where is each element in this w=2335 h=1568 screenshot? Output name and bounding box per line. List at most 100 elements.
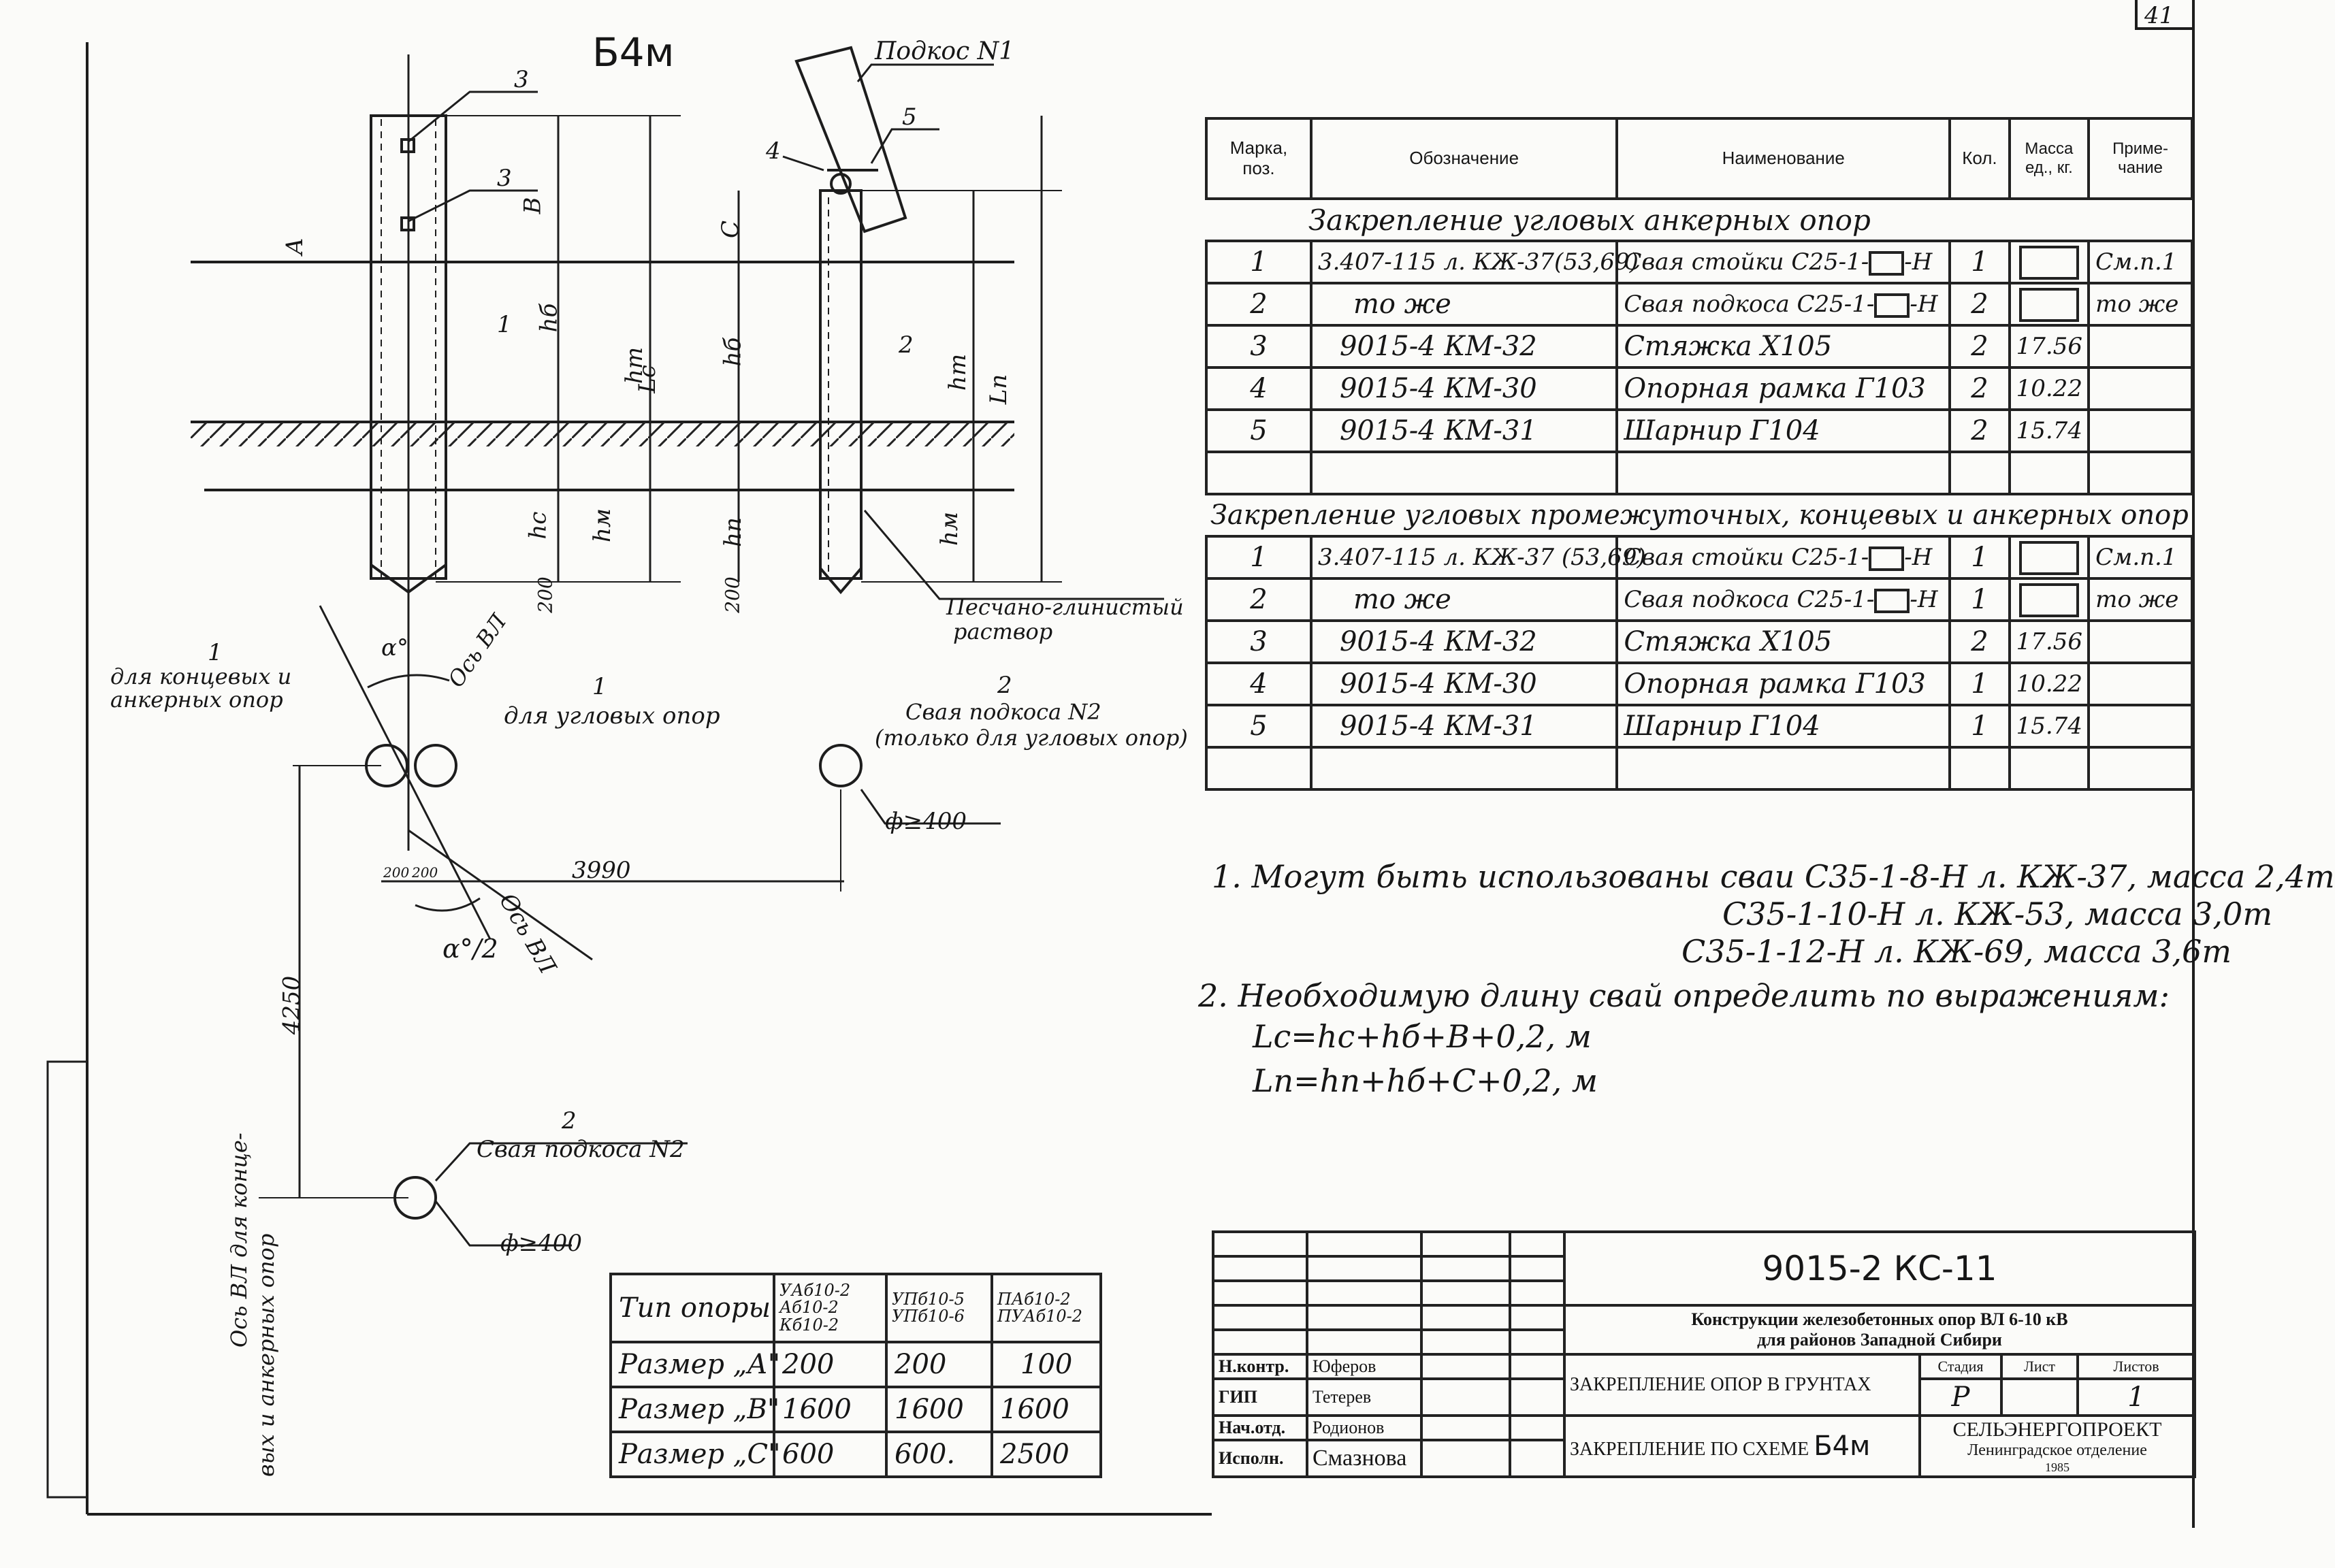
tb-role: ГИП bbox=[1212, 1377, 1308, 1417]
tb-cell bbox=[1420, 1304, 1511, 1331]
page-number-box bbox=[2135, 0, 2193, 30]
note-1b: С35-1-10-Н л. КЖ-53, масса 3,0т bbox=[1722, 896, 2272, 932]
page-number: 41 bbox=[2144, 2, 2174, 29]
spec-row: 3 9015-4 КМ-32 Стяжка Х105 2 17.56 bbox=[1205, 324, 2193, 369]
tb-cell bbox=[1306, 1304, 1423, 1331]
dim-ht-2: hт bbox=[944, 353, 972, 391]
spec-cell bbox=[2008, 240, 2091, 284]
tb-cell bbox=[1509, 1230, 1566, 1258]
axis-line-2 bbox=[408, 829, 593, 961]
spec-cell: 3 bbox=[1205, 324, 1313, 369]
tb-desc-cell: Конструкции железобетонных опор ВЛ 6-10 … bbox=[1562, 1304, 2197, 1356]
pos3a-label: 3 bbox=[514, 66, 529, 93]
pos2-label: 2 bbox=[899, 331, 914, 359]
formula-1: Lс=hс+hб+В+0,2, м bbox=[1253, 1018, 1592, 1055]
tb-cell bbox=[1212, 1279, 1308, 1307]
spec-cell: 1 bbox=[1948, 240, 2011, 284]
spec-section-2: Закрепление угловых промежуточных, конце… bbox=[1206, 493, 2192, 538]
spec-cell: Опорная рамка Г103 bbox=[1615, 662, 1952, 706]
spec-section-1: Закрепление угловых анкерных опор bbox=[1206, 197, 2192, 242]
blank-box bbox=[1874, 293, 1910, 318]
spec-cell: 3.407-115 л. КЖ-37 (53,69) bbox=[1309, 535, 1646, 580]
spec-cell: 2 bbox=[1948, 282, 2011, 327]
spec-cell bbox=[2008, 535, 2091, 580]
spec-cell: 9015-4 КМ-30 bbox=[1309, 662, 1619, 706]
tb-stage-h: Стадия bbox=[1918, 1353, 2003, 1380]
tb-cell bbox=[1306, 1328, 1423, 1356]
blank-box bbox=[2018, 583, 2079, 617]
type-line: Кб10-2 bbox=[779, 1315, 839, 1335]
tb-sheets-h: Листов bbox=[2076, 1353, 2197, 1380]
spec-cell: 9015-4 КМ-30 bbox=[1309, 366, 1619, 411]
spec-cell: См.п.1 bbox=[2087, 240, 2193, 284]
tb-sheets: 1 bbox=[2076, 1377, 2197, 1417]
sizes-cell: 200 bbox=[885, 1341, 993, 1388]
tb-date bbox=[1509, 1353, 1566, 1380]
type-line: УПб10-5 bbox=[892, 1289, 965, 1309]
strut2-num-a: 2 bbox=[997, 672, 1012, 699]
spec-cell: то же bbox=[1309, 577, 1619, 622]
axis-end-label-2: вых и анкерных опор bbox=[253, 1233, 279, 1477]
tb-cell bbox=[1212, 1255, 1308, 1282]
blank-box bbox=[1869, 251, 1905, 276]
sizes-row: Размер „В" 1600 1600 1600 bbox=[609, 1386, 1102, 1433]
pos1-label: 1 bbox=[497, 311, 512, 338]
spec-cell: 1 bbox=[1948, 577, 2011, 622]
tb-desc-2: для районов Западной Сибири bbox=[1757, 1330, 2002, 1350]
blank-box bbox=[2018, 287, 2079, 322]
spec-row: 4 9015-4 КМ-30 Опорная рамка Г103 1 10.2… bbox=[1205, 662, 2193, 706]
sizes-cell: 1600 bbox=[991, 1386, 1102, 1433]
spec-h-designation: Обозначение bbox=[1309, 117, 1619, 200]
tb-sheet-title-1: ЗАКРЕПЛЕНИЕ ОПОР В ГРУНТАХ bbox=[1563, 1353, 1921, 1417]
dim-B: В bbox=[519, 197, 547, 214]
tb-cell bbox=[1509, 1304, 1566, 1331]
sizes-cell: 1600 bbox=[773, 1386, 888, 1433]
spec-cell-text: Свая стойки С25-1- bbox=[1624, 544, 1869, 571]
for-end-label-2: анкерных опор bbox=[110, 687, 283, 713]
tb-cell bbox=[1509, 1279, 1566, 1307]
sizes-cell: 600. bbox=[885, 1431, 993, 1478]
dim-200-a: 200 bbox=[534, 576, 557, 613]
tb-name: Тетерев bbox=[1306, 1377, 1423, 1417]
spec-cell: 2 bbox=[1948, 619, 2011, 664]
phi-b-label: ф≥400 bbox=[500, 1230, 582, 1257]
strut2-a-label-1: Свая подкоса N2 bbox=[905, 699, 1101, 725]
tb-org: СЕЛЬЭНЕРГОПРОЕКТ bbox=[1952, 1418, 2162, 1441]
tb-date bbox=[1509, 1414, 1566, 1441]
spec-row: 1 3.407-115 л. КЖ-37(53,69) Свая стойки … bbox=[1205, 240, 2193, 284]
spec-row: 5 9015-4 КМ-31 Шарнир Г104 2 15.74 bbox=[1205, 408, 2193, 453]
spec-cell: Свая подкоса С25-1--Н bbox=[1615, 577, 1952, 622]
tb-date bbox=[1509, 1439, 1566, 1478]
sizes-row-label: Размер „С" bbox=[609, 1431, 780, 1478]
spec-cell: 2 bbox=[1948, 324, 2011, 369]
blank-box bbox=[2018, 245, 2079, 280]
note-1c: С35-1-12-Н л. КЖ-69, масса 3,6т bbox=[1681, 933, 2232, 970]
dim-A: А bbox=[280, 238, 308, 255]
for-corner-label: для угловых опор bbox=[504, 702, 720, 730]
tb-cell bbox=[1212, 1304, 1308, 1331]
tb-date bbox=[1509, 1377, 1566, 1417]
tb-cell bbox=[1306, 1279, 1423, 1307]
strut2-b-label: Свая подкоса N2 bbox=[477, 1136, 685, 1163]
dim-200-y: 200 bbox=[412, 864, 438, 881]
sizes-cell: 2500 bbox=[991, 1431, 1102, 1478]
dim-Lc: Lс bbox=[633, 365, 661, 393]
sizes-cell: 600 bbox=[773, 1431, 888, 1478]
spec-cell: Свая подкоса С25-1--Н bbox=[1615, 282, 1952, 327]
spec-cell-text: Свая подкоса С25-1- bbox=[1624, 291, 1875, 318]
type-line: УПб10-6 bbox=[892, 1307, 965, 1326]
spec-row: 5 9015-4 КМ-31 Шарнир Г104 1 15.74 bbox=[1205, 704, 2193, 749]
drawing-title: Б4м bbox=[592, 29, 675, 76]
spec-cell: 9015-4 КМ-31 bbox=[1309, 704, 1619, 749]
spec-cell: 1 bbox=[1205, 535, 1313, 580]
spec-row: 2 то же Свая подкоса С25-1--Н 1 то же bbox=[1205, 577, 2193, 622]
tb-name: Родионов bbox=[1306, 1414, 1423, 1441]
pos4-label: 4 bbox=[766, 137, 781, 165]
tb-code-cell: 9015-2 КС-11 bbox=[1562, 1230, 2197, 1305]
tb-cell bbox=[1509, 1328, 1566, 1356]
tb-cell bbox=[1420, 1279, 1511, 1307]
drawing-graphics bbox=[46, 0, 2195, 1528]
tb-year: 1985 bbox=[2045, 1460, 2070, 1474]
spec-cell-suffix: -Н bbox=[1904, 544, 1933, 571]
